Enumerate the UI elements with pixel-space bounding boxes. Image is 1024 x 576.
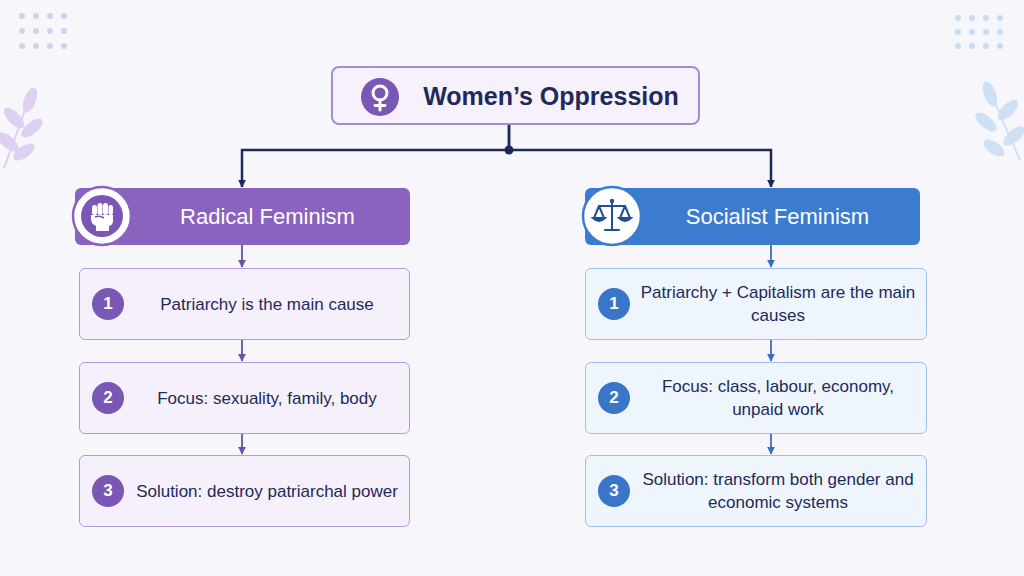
point-box: Solution: transform both gender and econ… bbox=[585, 455, 927, 527]
point-text: Solution: transform both gender and econ… bbox=[638, 468, 918, 514]
header-text: Socialist Feminism bbox=[645, 202, 910, 232]
callout-number: 3 bbox=[609, 481, 618, 501]
point-box: Solution: destroy patriarchal power 3 bbox=[79, 455, 410, 527]
dot-grid bbox=[19, 13, 67, 49]
diagram-title: Women’s Oppression bbox=[411, 79, 691, 113]
scale-icon bbox=[581, 185, 643, 247]
connector-arrow bbox=[770, 245, 772, 267]
callout-number: 1 bbox=[598, 288, 630, 320]
header-text: Radical Feminism bbox=[135, 202, 400, 232]
point-box: Focus: class, labour, economy, unpaid wo… bbox=[585, 362, 927, 434]
point-box: Focus: sexuality, family, body 2 bbox=[79, 362, 410, 434]
leaf-sprig bbox=[0, 86, 46, 168]
callout-number: 1 bbox=[103, 294, 112, 314]
callout-number: 1 bbox=[609, 294, 618, 314]
callout-number: 3 bbox=[92, 475, 124, 507]
connector-arrow bbox=[241, 434, 243, 454]
connector-arrow bbox=[509, 125, 771, 187]
callout-number: 2 bbox=[609, 388, 618, 408]
point-box: Patriarchy is the main cause 1 bbox=[79, 268, 410, 340]
fist-icon bbox=[71, 185, 133, 247]
dot-grid bbox=[955, 15, 1003, 49]
callout-number: 2 bbox=[598, 382, 630, 414]
point-text: Focus: sexuality, family, body bbox=[132, 387, 402, 410]
point-text: Focus: class, labour, economy, unpaid wo… bbox=[638, 375, 918, 421]
category-header: Socialist Feminism bbox=[585, 188, 920, 245]
connector-arrow bbox=[241, 245, 243, 267]
point-text: Patriarchy + Capitalism are the main cau… bbox=[638, 281, 918, 327]
callout-number: 1 bbox=[92, 288, 124, 320]
point-text: Patriarchy is the main cause bbox=[132, 293, 402, 316]
point-box: Patriarchy + Capitalism are the main cau… bbox=[585, 268, 927, 340]
callout-number: 2 bbox=[103, 388, 112, 408]
callout-number: 3 bbox=[103, 481, 112, 501]
leaf-sprig bbox=[972, 80, 1024, 160]
category-header: Radical Feminism bbox=[75, 188, 410, 245]
point-text: Solution: destroy patriarchal power bbox=[132, 480, 402, 503]
connector-arrow bbox=[241, 340, 243, 361]
callout-number: 3 bbox=[598, 475, 630, 507]
connector-arrow bbox=[242, 125, 509, 187]
title-box: Women’s Oppression bbox=[331, 66, 700, 125]
connector-arrow bbox=[770, 340, 772, 361]
callout-number: 2 bbox=[92, 382, 124, 414]
venus-icon bbox=[360, 77, 400, 117]
connector-arrow bbox=[770, 434, 772, 454]
